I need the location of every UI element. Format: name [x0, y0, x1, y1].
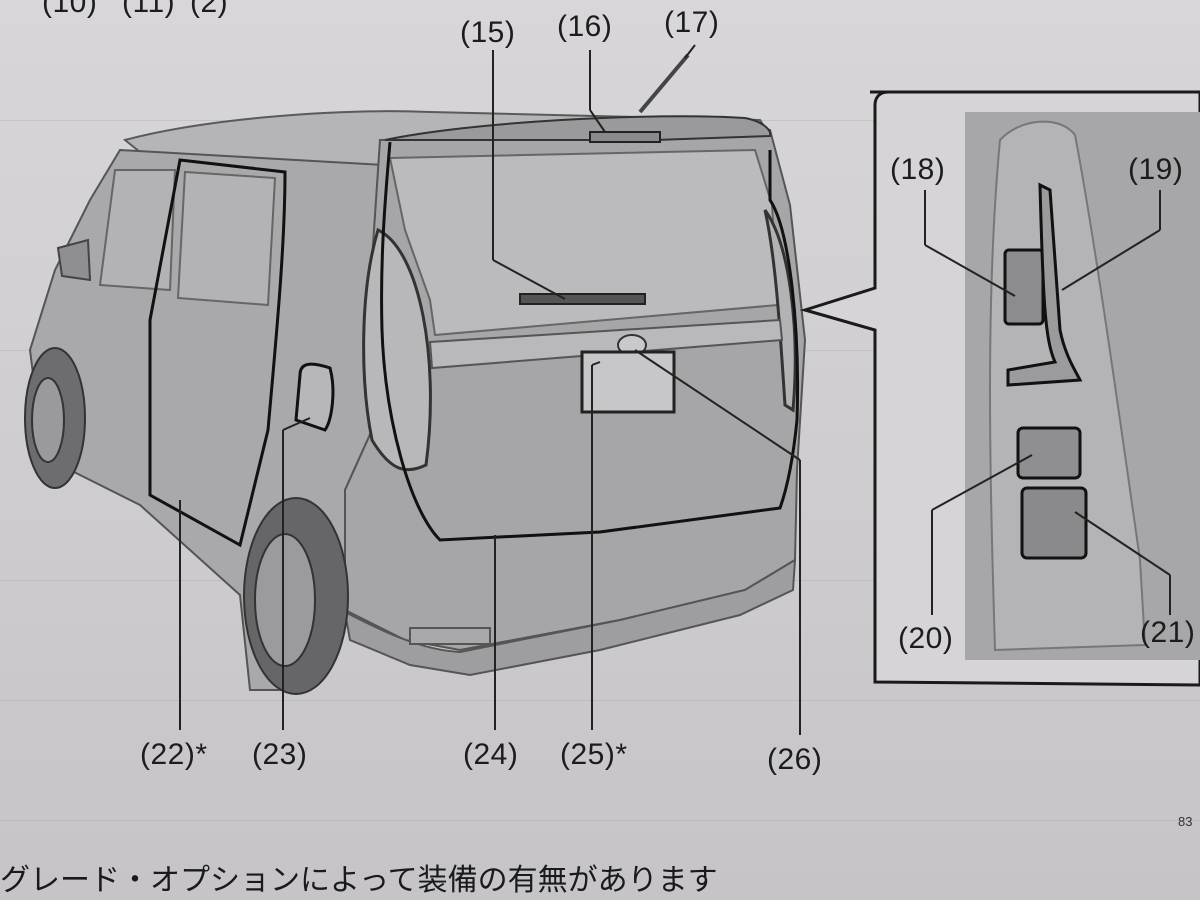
side-window-rear — [176, 170, 277, 307]
callout-18: (18) — [890, 153, 946, 186]
front-wheel-rim — [31, 377, 65, 463]
leader-lines — [179, 44, 1171, 735]
callout-16: (16) — [557, 10, 613, 43]
callout-21: (21) — [1140, 616, 1196, 649]
callout-17: (17) — [664, 6, 720, 39]
inset-lamp-18 — [1003, 248, 1045, 326]
rear-spoiler — [384, 115, 772, 141]
license-plate — [580, 350, 676, 414]
callout-22: (22)* — [140, 738, 208, 771]
antenna — [638, 53, 690, 114]
inset-lamp-21 — [1020, 486, 1088, 560]
rear-wheel-rim — [254, 533, 316, 667]
callout-top-2: (2) — [190, 0, 229, 19]
inset-lamp-19 — [1006, 182, 1083, 387]
reflector — [409, 627, 491, 645]
callout-19: (19) — [1128, 153, 1184, 186]
side-window-front — [98, 169, 177, 292]
callout-15: (15) — [460, 16, 516, 49]
fuel-lid — [294, 362, 335, 432]
rear-bumper — [343, 558, 797, 677]
page-rule — [0, 700, 1200, 701]
rear-wiper — [519, 293, 646, 305]
side-mirror — [56, 238, 92, 282]
sliding-door-outline — [148, 158, 287, 548]
inset-lamp-20 — [1016, 426, 1082, 480]
callout-top-11: (11) — [122, 0, 176, 19]
callout-23: (23) — [252, 738, 308, 771]
footer-note: グレード・オプションによって装備の有無があります — [0, 863, 718, 898]
callout-top-10: (10) — [42, 0, 98, 19]
back-door-garnish — [428, 318, 784, 370]
callout-25: (25)* — [560, 738, 628, 771]
high-mount-stop-lamp — [589, 131, 661, 143]
page-number: 83 — [1178, 814, 1193, 829]
rear-window — [388, 148, 780, 337]
back-door-outline — [380, 141, 800, 542]
page-rule — [0, 820, 1200, 821]
right-tail-lamp — [763, 209, 797, 413]
callout-20: (20) — [898, 622, 954, 655]
callout-26: (26) — [767, 743, 823, 776]
callout-24: (24) — [463, 738, 519, 771]
